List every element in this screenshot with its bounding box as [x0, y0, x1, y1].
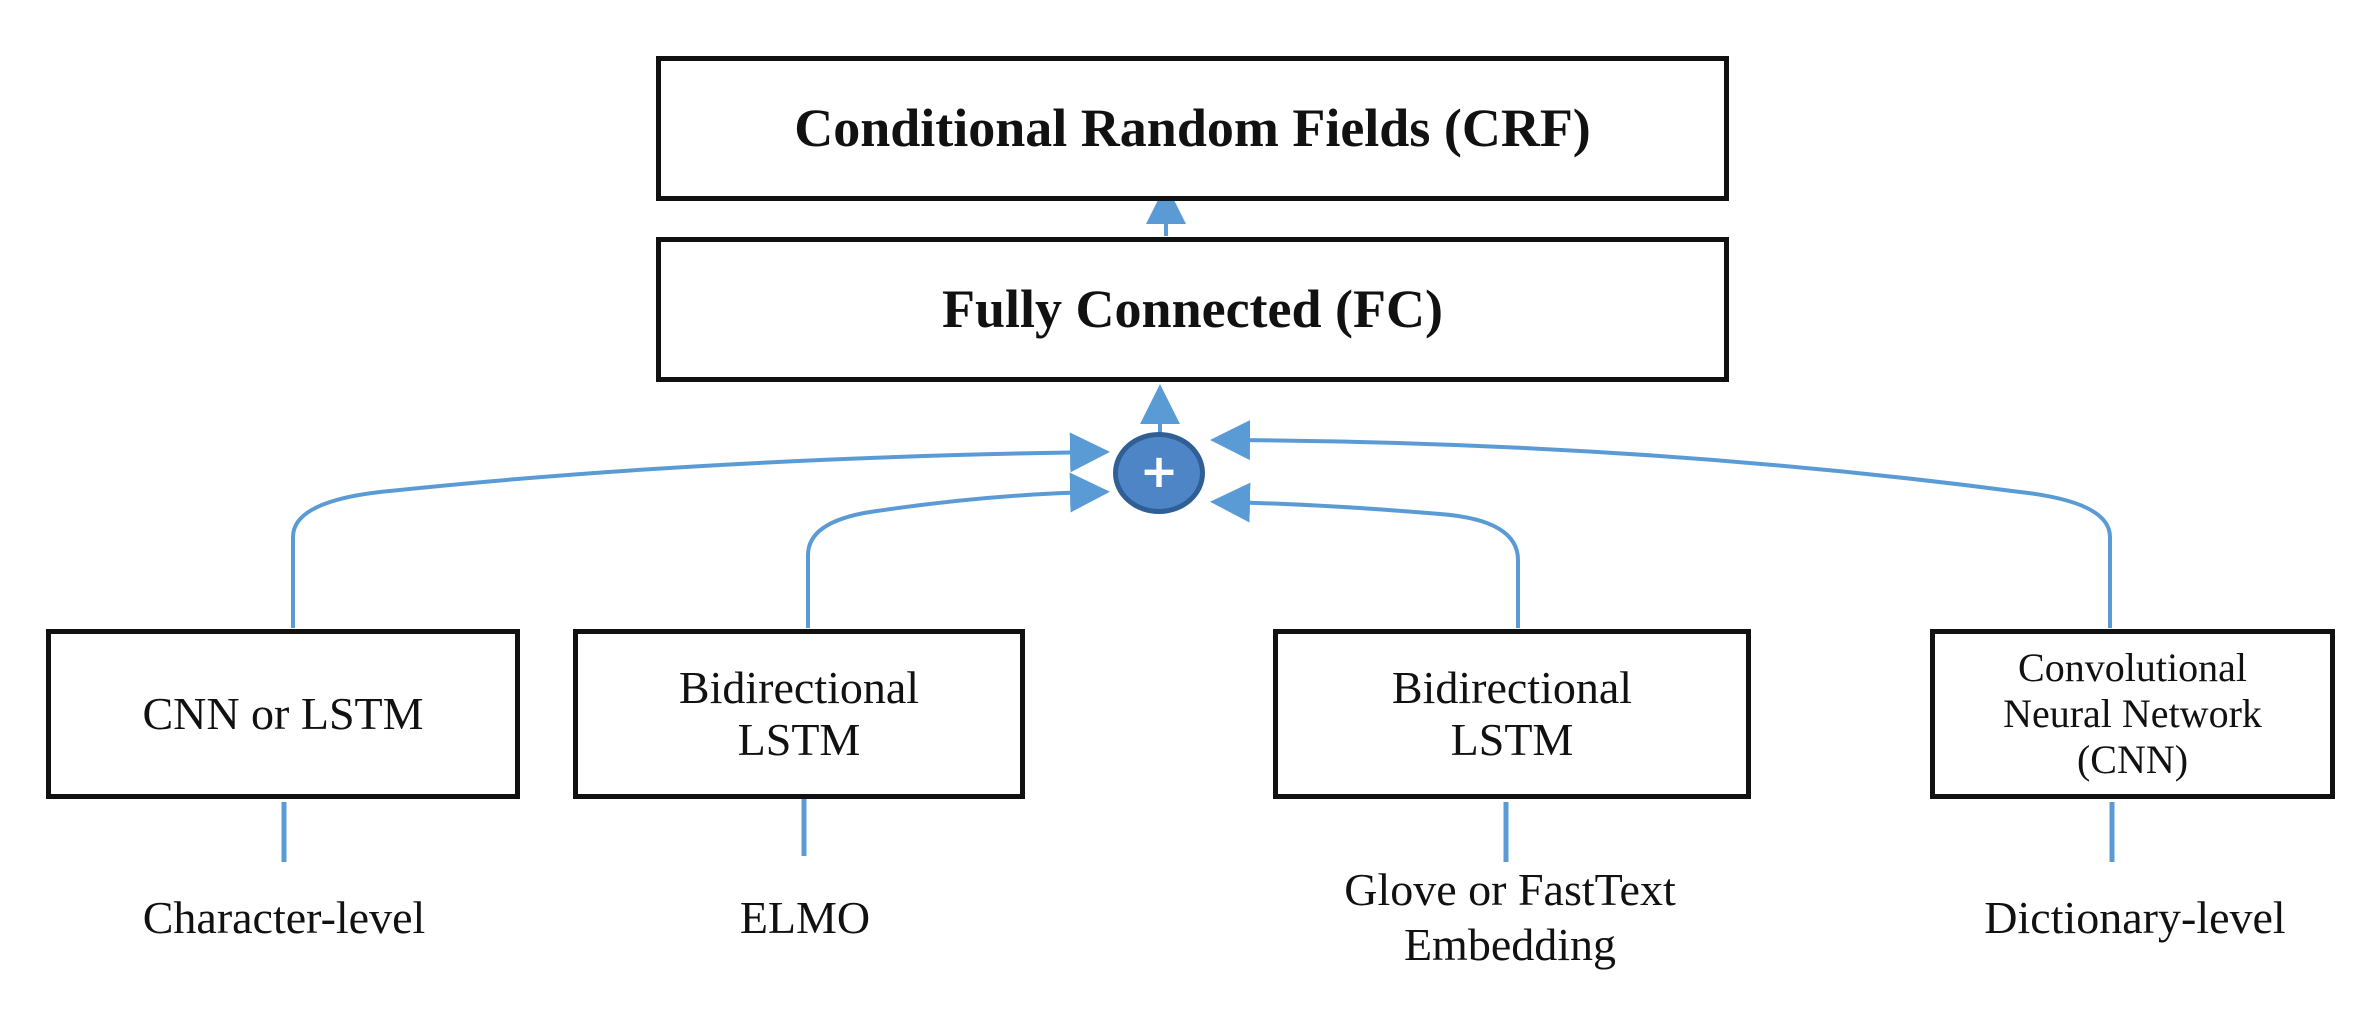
encoder-box-elmo: Bidirectional LSTM	[573, 629, 1025, 799]
arrow-elmo-encoder-to-plus	[806, 472, 1110, 628]
concatenation-node: +	[1113, 432, 1205, 514]
encoder-box-glove: Bidirectional LSTM	[1273, 629, 1751, 799]
input-label-elmo: ELMO	[739, 892, 871, 943]
arrow-dict-encoder-to-plus	[1210, 420, 2112, 628]
encoder-label-glove: Bidirectional LSTM	[1391, 662, 1633, 765]
arrow-glove-encoder-to-plus	[1210, 482, 1520, 628]
crf-layer-label: Conditional Random Fields (CRF)	[794, 97, 1591, 158]
arrow-char-encoder-to-plus	[291, 432, 1110, 628]
fc-layer-box: Fully Connected (FC)	[656, 237, 1729, 382]
encoder-box-dictionary: Convolutional Neural Network (CNN)	[1930, 629, 2335, 799]
crf-layer-box: Conditional Random Fields (CRF)	[656, 56, 1729, 201]
fc-layer-label: Fully Connected (FC)	[942, 278, 1443, 339]
input-label-dictionary-level: Dictionary-level	[1984, 892, 2286, 943]
encoder-label-dictionary: Convolutional Neural Network (CNN)	[2003, 645, 2262, 782]
input-label-glove: Glove or FastText Embedding	[1344, 864, 1676, 971]
input-label-character-level: Character-level	[142, 892, 426, 943]
plus-icon: +	[1139, 444, 1179, 498]
encoder-box-character: CNN or LSTM	[46, 629, 520, 799]
encoder-label-character: CNN or LSTM	[142, 688, 424, 740]
encoder-label-elmo: Bidirectional LSTM	[678, 662, 920, 765]
